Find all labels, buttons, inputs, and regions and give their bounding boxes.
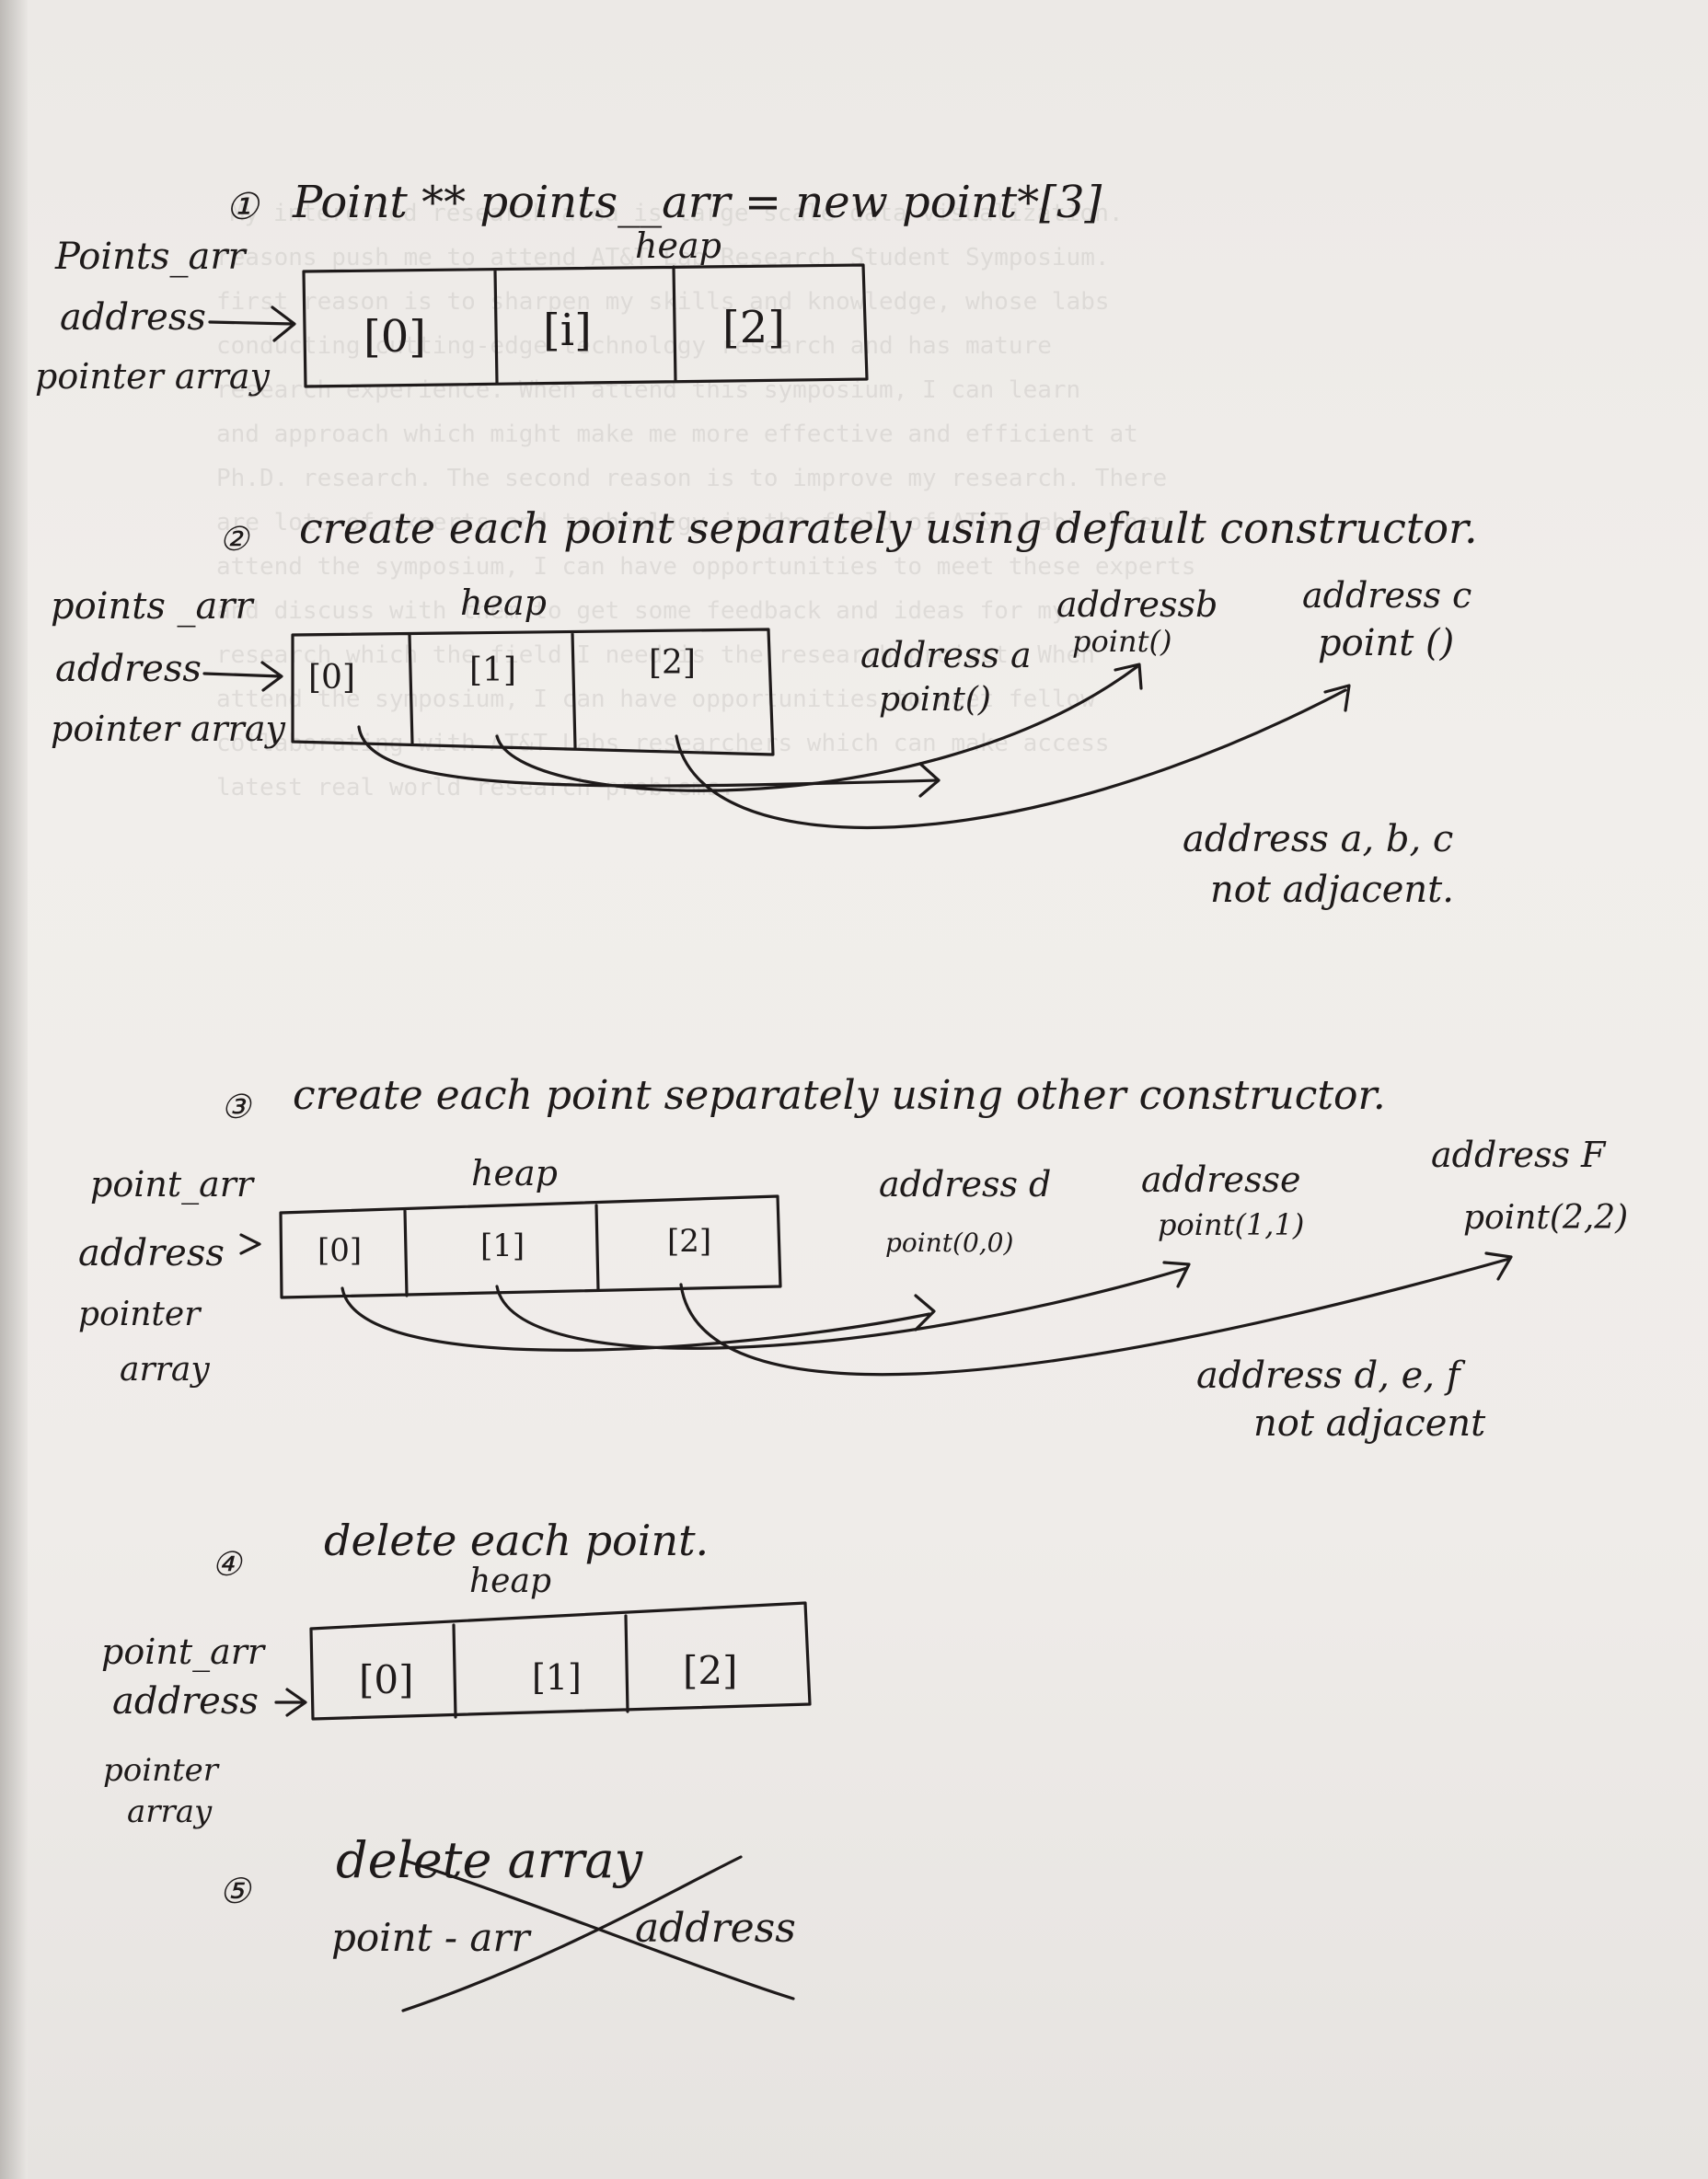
step-4-label-kind-1: pointer: [103, 1752, 220, 1789]
step-3-section: ③ create each point separately using oth…: [78, 1072, 1628, 1445]
step-3-label-address: address: [78, 1232, 225, 1274]
step-2-label-kind: pointer array: [51, 709, 285, 749]
step-2-pointer-arrow-c: [675, 684, 1351, 830]
step-3-pointer-arrow-d: [340, 1286, 936, 1352]
step-5-label-name: point - arr: [331, 1915, 533, 1960]
step-2-target-c-address: address c: [1302, 575, 1471, 616]
step-3-target-e-value: point(1,1): [1158, 1207, 1304, 1242]
step-2-cell-1: [1]: [469, 651, 516, 689]
step-1-arrow: [208, 306, 296, 342]
bleed-line: research which the field I need is the r…: [216, 641, 1095, 669]
step-5-strike-line-1: [403, 1859, 795, 2000]
step-1-label-kind: pointer array: [35, 356, 270, 397]
bleed-line: Ph.D. research. The second reason is to …: [216, 465, 1167, 492]
step-3-heading: create each point separately using other…: [293, 1072, 1386, 1119]
step-3-number: ③: [221, 1089, 252, 1126]
step-3-target-f-value: point(2,2): [1463, 1199, 1628, 1237]
step-3-pointer-array-box: [279, 1194, 782, 1299]
step-5-heading: delete array: [336, 1831, 644, 1889]
step-5-label-address: address: [635, 1905, 796, 1952]
step-2-arrow: [202, 661, 283, 692]
step-1-cell-2: [2]: [722, 302, 785, 353]
bleed-line: attend the symposium, I can have opportu…: [216, 686, 1095, 713]
step-3-label-name: point_arr: [90, 1164, 256, 1205]
step-2-target-b-address: addressb: [1056, 584, 1218, 625]
step-2-pointer-arrow-b: [495, 663, 1143, 792]
step-5-strike-line-2: [401, 1855, 743, 2012]
step-2-heading: create each point separately using defau…: [299, 503, 1478, 553]
bleed-line: conducting cutting-edge technology resea…: [216, 332, 1052, 360]
step-3-cell-2: [2]: [667, 1223, 711, 1260]
step-4-heap-label: heap: [469, 1562, 551, 1600]
step-1-heap-label: heap: [635, 225, 721, 266]
step-3-label-kind-2: array: [120, 1351, 210, 1389]
bleed-line: and discuss with them to get some feedba…: [216, 597, 1067, 625]
step-4-cell-0: [0]: [359, 1657, 414, 1702]
step-2-label-name: points _arr: [51, 585, 256, 628]
step-1-cell-1: [i]: [543, 305, 592, 356]
bleed-line: My interested research area is large sca…: [230, 200, 1124, 227]
step-3-target-d-address: address d: [879, 1164, 1051, 1205]
step-4-label-address: address: [112, 1680, 259, 1723]
step-2-cell-2: [2]: [649, 644, 696, 682]
step-4-cell-1: [1]: [532, 1657, 582, 1698]
step-3-cell-0: [0]: [317, 1232, 362, 1269]
step-4-label-kind-2: array: [127, 1793, 213, 1830]
step-2-label-address: address: [55, 648, 202, 690]
step-1-section: ① Point ** points__arr = new point*[3] P…: [35, 177, 1102, 397]
step-4-number: ④: [212, 1546, 243, 1584]
step-4-label-name: point_arr: [101, 1631, 267, 1673]
step-3-pointer-arrow-f: [679, 1251, 1513, 1377]
step-1-label-name: Points_arr: [54, 236, 248, 278]
step-3-pointer-arrow-e: [495, 1261, 1191, 1350]
step-1-heading: Point ** points__arr = new point*[3]: [292, 177, 1102, 228]
step-2-pointer-arrow-a: [357, 725, 941, 798]
step-2-target-a-address: address a: [860, 635, 1032, 675]
step-4-arrow: [274, 1688, 307, 1717]
step-2-target-c-value: point (): [1318, 622, 1454, 664]
step-4-section: ④ delete each point. point_arr address p…: [101, 1516, 812, 1830]
step-3-target-f-address: address F: [1431, 1135, 1607, 1175]
step-1-cell-0: [0]: [364, 311, 426, 363]
step-2-section: ② create each point separately using def…: [51, 503, 1478, 911]
step-2-note-line-1: address a, b, c: [1183, 818, 1453, 860]
step-3-label-kind-1: pointer: [78, 1296, 202, 1333]
step-4-cell-2: [2]: [683, 1648, 738, 1693]
bleed-line: are lots of experts and technology in th…: [216, 509, 1167, 536]
step-3-arrow: [239, 1233, 261, 1255]
step-3-target-d-value: point(0,0): [885, 1228, 1013, 1258]
step-2-pointer-array-box: [291, 628, 775, 756]
step-3-note-line-1: address d, e, f: [1196, 1355, 1466, 1397]
step-3-note-line-2: not adjacent: [1253, 1402, 1486, 1445]
step-5-section: ⑤ delete array point - arr address: [219, 1831, 796, 2012]
step-2-target-b-value: point(): [1072, 624, 1171, 659]
step-3-heap-label: heap: [471, 1153, 558, 1193]
step-3-cell-1: [1]: [480, 1228, 525, 1264]
step-2-target-a-value: point(): [879, 681, 991, 719]
step-1-pointer-array-box: [302, 263, 869, 388]
step-2-number: ②: [219, 521, 250, 559]
bleed-line: attend the symposium, I can have opportu…: [216, 553, 1195, 581]
bleed-line: and approach which might make me more ef…: [216, 421, 1138, 448]
step-4-heading: delete each point.: [324, 1516, 709, 1565]
step-1-label-address: address: [60, 296, 206, 339]
bleed-line: first reason is to sharpen my skills and…: [216, 288, 1110, 316]
step-5-number: ⑤: [219, 1871, 252, 1911]
page-edge-shadow: [0, 0, 28, 2179]
step-4-pointer-array-box: [309, 1601, 812, 1721]
step-2-heap-label: heap: [460, 582, 547, 623]
bleed-line: research experience. When attend this sy…: [216, 376, 1080, 404]
step-1-number: ①: [225, 186, 260, 228]
step-2-cell-0: [0]: [308, 659, 355, 697]
bleed-through-text: My interested research area is large sca…: [216, 200, 1195, 801]
step-3-target-e-address: addresse: [1141, 1159, 1300, 1200]
step-2-note-line-2: not adjacent.: [1210, 869, 1454, 911]
